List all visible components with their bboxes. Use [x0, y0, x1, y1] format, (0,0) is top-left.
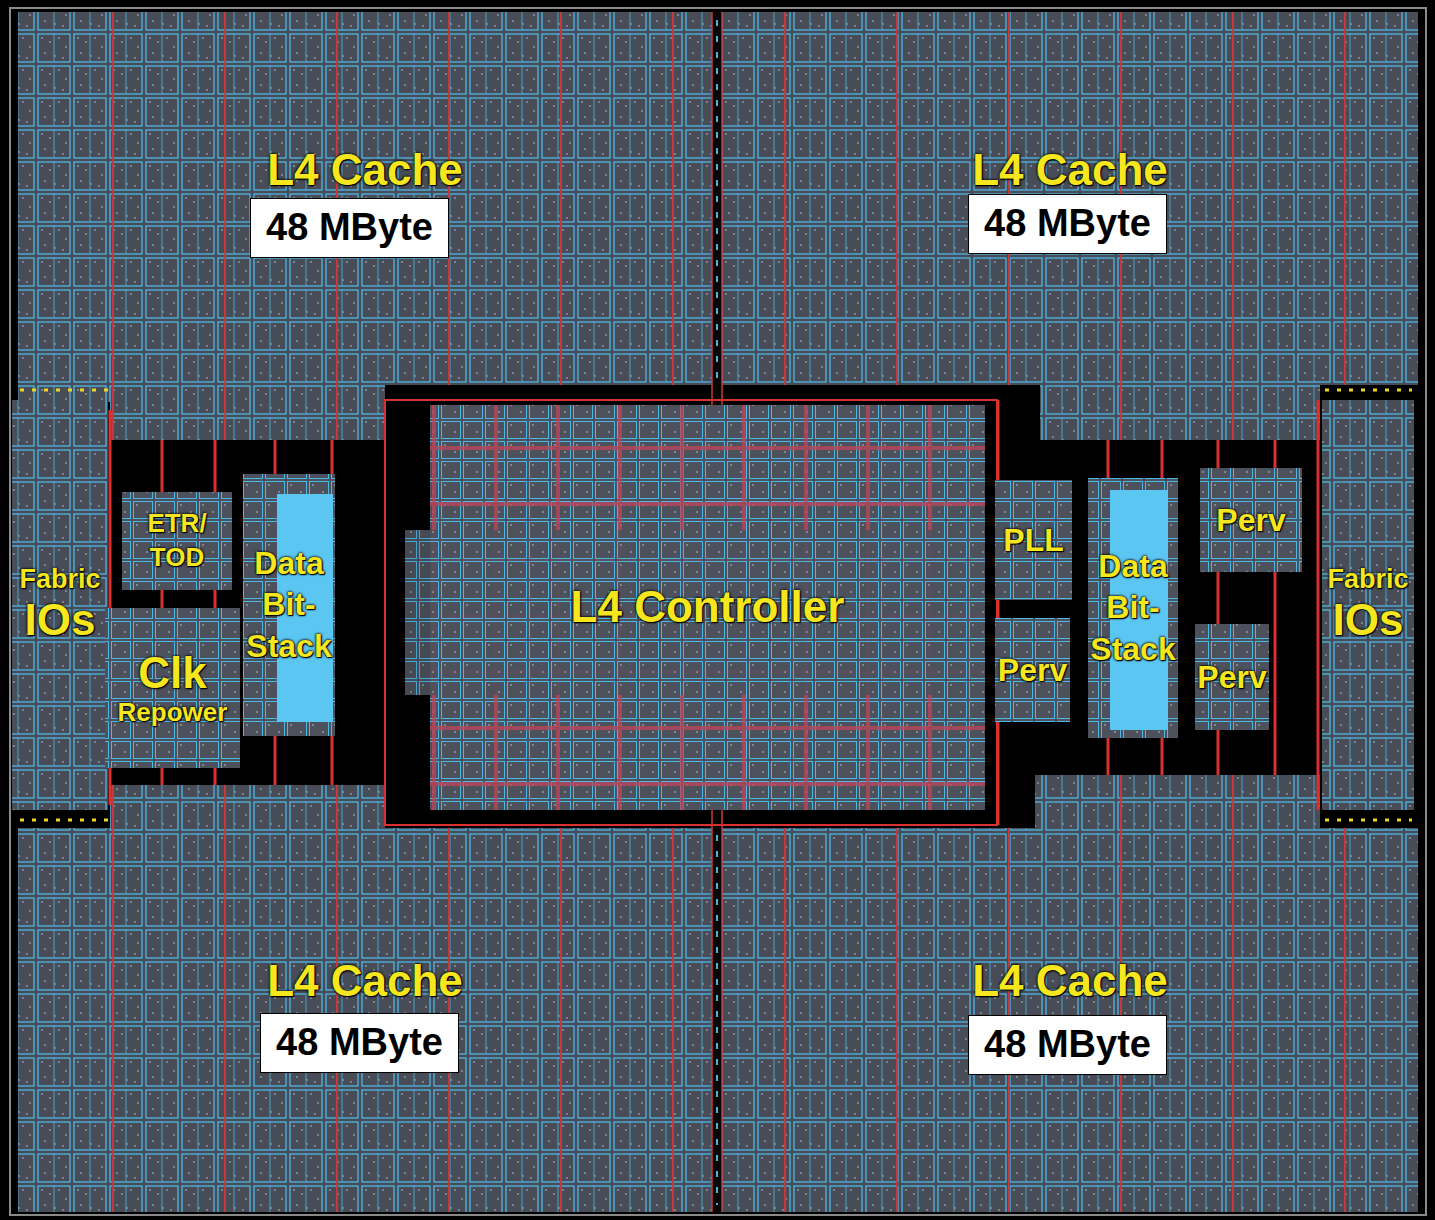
region-label: Perv [1216, 502, 1285, 539]
region-label: ETR/ TOD [147, 507, 206, 575]
region-label: Perv [998, 652, 1067, 689]
pll-block: PLL [995, 480, 1072, 600]
perv-block: Perv [1189, 624, 1275, 730]
region-label: L4 Cache [972, 145, 1168, 196]
region-label: IOs [1333, 595, 1404, 646]
region-label: L4 Controller [571, 582, 845, 633]
capacity-box: 48 MByte [260, 1013, 459, 1073]
io-region: FabricIOs [1319, 400, 1417, 810]
region-label: Fabric [19, 564, 100, 595]
region-label: Data Bit- Stack [1090, 546, 1175, 671]
capacity-box: 48 MByte [968, 194, 1167, 254]
region-label: 48 MByte [984, 1023, 1151, 1067]
region-label: PLL [1003, 522, 1063, 559]
region-label: IOs [25, 595, 96, 646]
bitstack-block: Data Bit- Stack [1082, 478, 1184, 738]
capacity-box: 48 MByte [250, 198, 449, 258]
perv-block: Perv [990, 618, 1076, 722]
region-label: Perv [1197, 659, 1266, 696]
clock-block: ClkRepower [105, 608, 240, 768]
region-label: L4 Cache [267, 956, 463, 1007]
controller-region: L4 Controller [430, 405, 985, 810]
region-label: Repower [118, 698, 228, 728]
region-label: Clk [138, 648, 206, 699]
capacity-box: 48 MByte [968, 1015, 1167, 1075]
cache-region: L4 Cache 48 MByte [722, 12, 1418, 384]
cache-region: L4 Cache 48 MByte [18, 828, 712, 1212]
cache-region: L4 Cache 48 MByte [722, 828, 1418, 1212]
region-label: Data Bit- Stack [246, 543, 331, 668]
region-label: L4 Cache [267, 145, 463, 196]
cache-region: L4 Cache 48 MByte [18, 12, 712, 402]
bitstack-block: Data Bit- Stack [238, 474, 340, 736]
region-label: L4 Cache [972, 956, 1168, 1007]
io-region: FabricIOs [11, 400, 109, 810]
region-label: 48 MByte [984, 202, 1151, 246]
region-label: Fabric [1327, 564, 1408, 595]
perv-block: Perv [1200, 468, 1302, 572]
region-label: 48 MByte [276, 1021, 443, 1065]
timing-block: ETR/ TOD [122, 492, 232, 590]
region-label: 48 MByte [266, 206, 433, 250]
